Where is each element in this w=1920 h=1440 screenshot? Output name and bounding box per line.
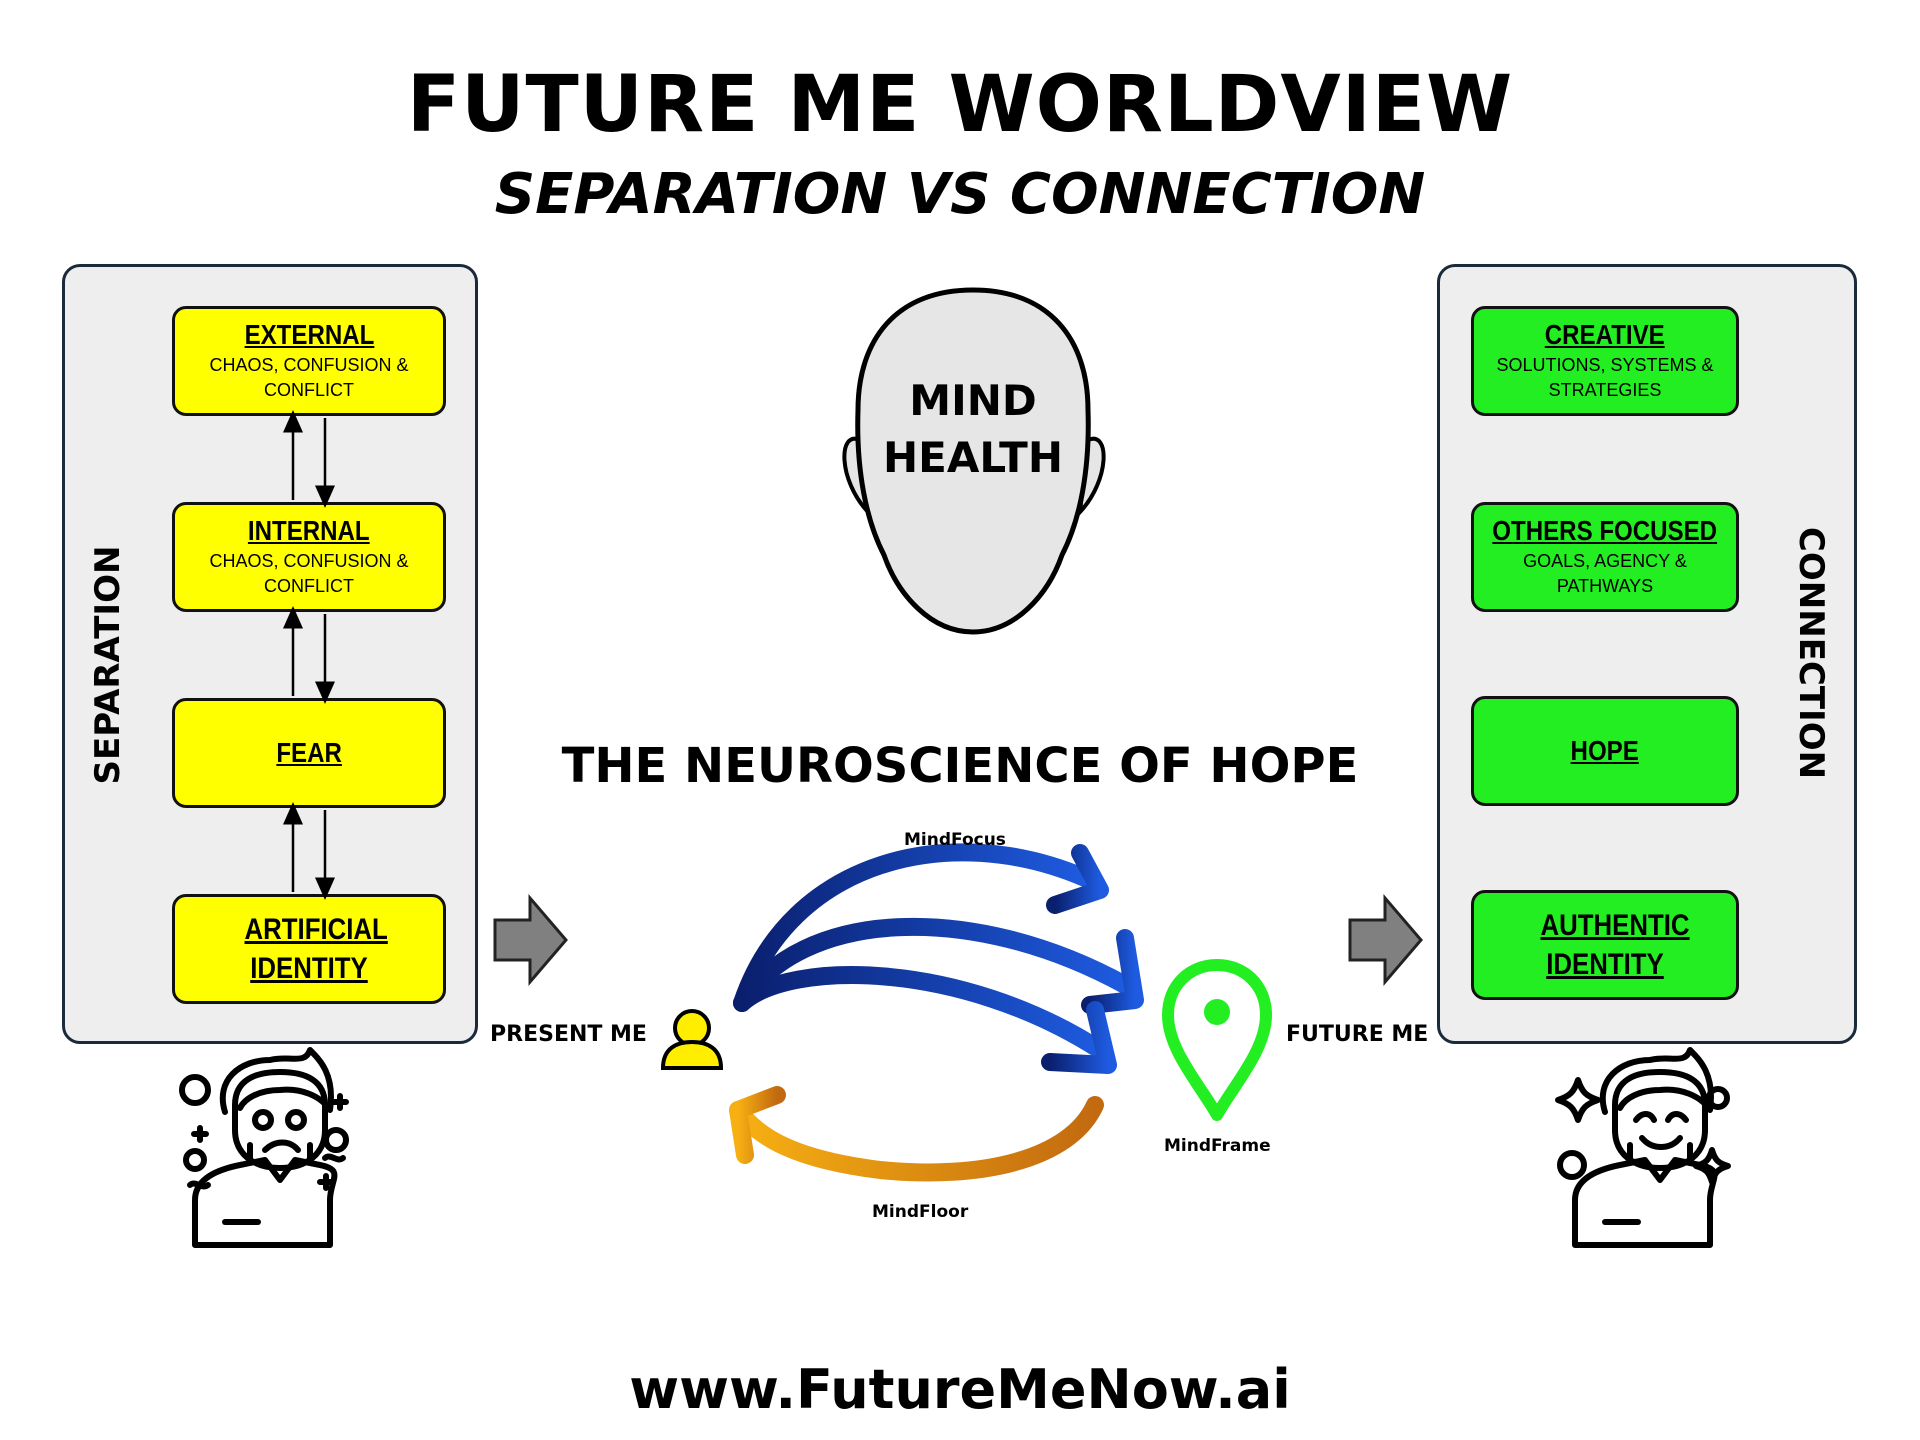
hope-box: HOPE: [1471, 696, 1739, 806]
fear-title: FEAR: [276, 736, 342, 768]
mindfocus-arrow-2: [733, 917, 1134, 1012]
mind-text: MIND: [909, 376, 1037, 425]
mindfocus-arrow-3: [733, 966, 1109, 1059]
creative-title: CREATIVE: [1545, 318, 1665, 350]
others-focused-subtitle: GOALS, AGENCY & PATHWAYS: [1523, 550, 1687, 597]
mindfloor-label: MindFloor: [872, 1202, 969, 1222]
health-text: HEALTH: [883, 432, 1063, 482]
external-subtitle: CHAOS, CONFUSION & CONFLICT: [209, 354, 409, 401]
page-title: FUTURE ME WORLDVIEW: [406, 60, 1514, 150]
footer-url[interactable]: www.FutureMeNow.ai: [629, 1358, 1291, 1421]
mind-health-label: MIND HEALTH: [873, 373, 1073, 486]
creative-box: CREATIVE SOLUTIONS, SYSTEMS & STRATEGIES: [1471, 306, 1739, 416]
internal-subtitle: CHAOS, CONFUSION & CONFLICT: [209, 550, 409, 597]
artificial-identity-box: ARTIFICIAL IDENTITY: [172, 894, 446, 1004]
location-pin-icon: [1162, 959, 1272, 1121]
authentic-identity-title: AUTHENTIC IDENTITY: [1540, 909, 1690, 981]
present-me-label: PRESENT ME: [490, 1022, 647, 1047]
internal-box: INTERNAL CHAOS, CONFUSION & CONFLICT: [172, 502, 446, 612]
mindframe-label: MindFrame: [1164, 1136, 1271, 1156]
mindfocus-label: MindFocus: [904, 830, 1006, 850]
mindfloor-arrow: [729, 1096, 1104, 1182]
neuroscience-title: THE NEUROSCIENCE OF HOPE: [561, 738, 1359, 794]
creative-subtitle: SOLUTIONS, SYSTEMS & STRATEGIES: [1496, 354, 1714, 401]
artificial-identity-title: ARTIFICIAL IDENTITY: [244, 913, 388, 985]
internal-title: INTERNAL: [248, 514, 370, 546]
authentic-identity-box: AUTHENTIC IDENTITY: [1471, 890, 1739, 1000]
others-focused-title: OTHERS FOCUSED: [1492, 514, 1718, 546]
fear-box: FEAR: [172, 698, 446, 808]
external-box: EXTERNAL CHAOS, CONFUSION & CONFLICT: [172, 306, 446, 416]
person-icon: [660, 1009, 724, 1070]
page-subtitle: SEPARATION VS CONNECTION: [494, 162, 1426, 227]
future-me-label: FUTURE ME: [1286, 1022, 1429, 1047]
others-focused-box: OTHERS FOCUSED GOALS, AGENCY & PATHWAYS: [1471, 502, 1739, 612]
external-title: EXTERNAL: [244, 318, 374, 350]
hope-title: HOPE: [1570, 734, 1640, 766]
mindfocus-arrow-1: [733, 843, 1094, 1012]
